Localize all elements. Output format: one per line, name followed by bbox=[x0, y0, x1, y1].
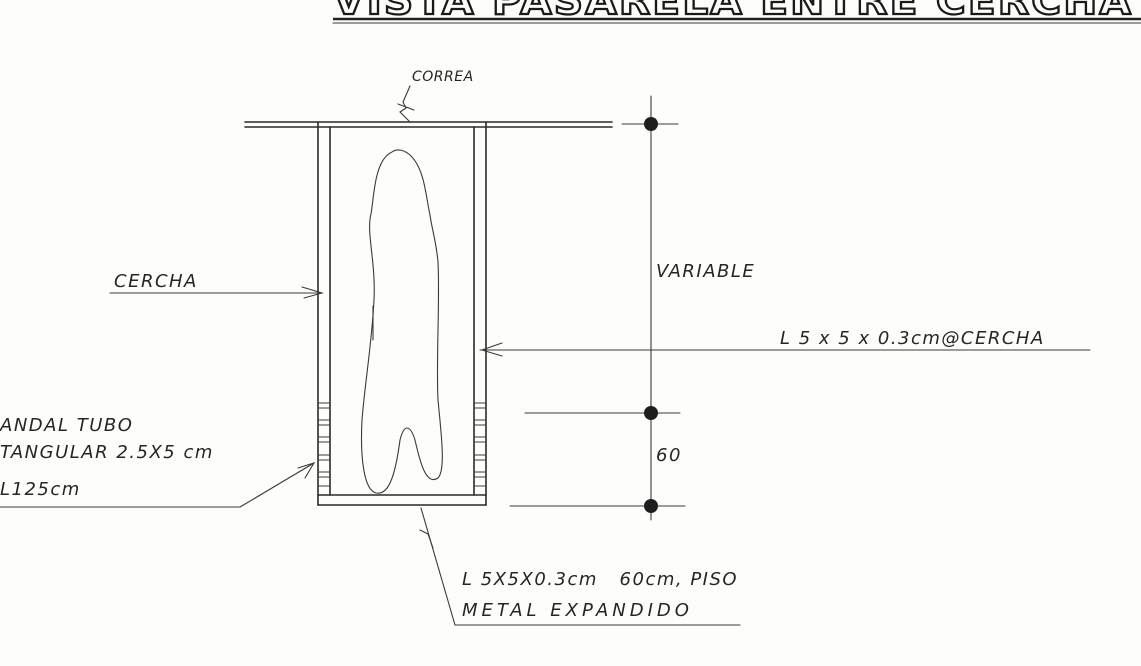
cercha-leader bbox=[109, 286, 324, 299]
left-truss-member bbox=[317, 121, 331, 506]
barandal-leader bbox=[0, 462, 316, 508]
right-truss-member bbox=[473, 121, 487, 506]
correa-leader bbox=[397, 85, 415, 122]
left-railing-hatch bbox=[317, 402, 331, 487]
piso-label-line1: L 5X5X0.3cm 60cm, PISO bbox=[462, 569, 738, 590]
human-figure-outline bbox=[360, 149, 443, 494]
dimension-dot-middle bbox=[644, 406, 658, 420]
piso-label-line2: METAL EXPANDIDO bbox=[462, 600, 693, 621]
piso-leader bbox=[419, 507, 741, 626]
barandal-label-line1: ANDAL TUBO bbox=[0, 415, 133, 436]
angle-cercha-leader bbox=[479, 342, 1091, 357]
cercha-label: CERCHA bbox=[114, 271, 198, 292]
angle-cercha-label: L 5 x 5 x 0.3cm@CERCHA bbox=[780, 328, 1045, 349]
floor-angle bbox=[317, 494, 487, 506]
dimension-variable-label: VARIABLE bbox=[656, 261, 755, 282]
dimension-60-label: 60 bbox=[656, 445, 682, 466]
correa-label: CORREA bbox=[412, 69, 474, 85]
dimension-dot-bottom bbox=[644, 499, 658, 513]
right-railing-hatch bbox=[473, 402, 487, 487]
dimension-dot-top bbox=[644, 117, 658, 131]
barandal-label-line3: L125cm bbox=[0, 479, 81, 500]
barandal-label-line2: TANGULAR 2.5X5 cm bbox=[0, 442, 214, 463]
correa-beam bbox=[244, 121, 613, 128]
